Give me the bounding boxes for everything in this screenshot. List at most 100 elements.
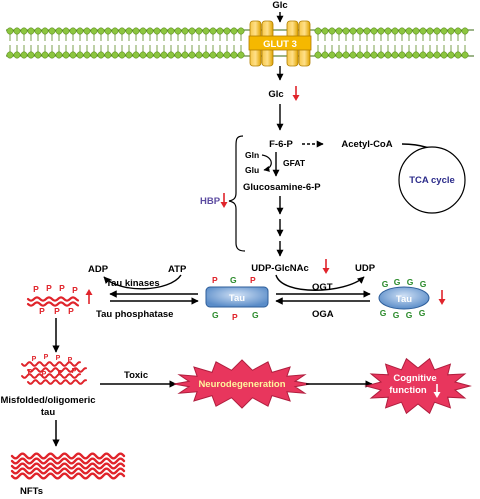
lipid-head [405, 27, 413, 35]
lipid-head [97, 27, 105, 35]
lipid-head [69, 27, 77, 35]
lipid-head [342, 27, 350, 35]
lipid-head [440, 27, 448, 35]
nft-strand [10, 472, 126, 480]
lipid-head [447, 51, 455, 59]
hbp-label: HBP [200, 196, 221, 207]
lipid-head [174, 27, 182, 35]
lipid-head [398, 27, 406, 35]
lipid-head [195, 27, 203, 35]
lipid-head [454, 27, 462, 35]
lipid-head [20, 51, 28, 59]
lipid-head [405, 51, 413, 59]
udp-glcnac-decrease-arrow-icon [322, 259, 330, 274]
lipid-head [342, 51, 350, 59]
tau-protein-central [205, 286, 269, 308]
lipid-head [419, 51, 427, 59]
lipid-head [363, 51, 371, 59]
gln-label: Gln [245, 150, 259, 160]
lipid-head [335, 51, 343, 59]
lipid-head [195, 51, 203, 59]
lipid-head [104, 51, 112, 59]
lipid-head [34, 27, 42, 35]
lipid-head [426, 51, 434, 59]
phospho-mark: P [28, 369, 33, 376]
lipid-head [377, 27, 385, 35]
misfolded-tau-strand [27, 379, 87, 385]
phospho-mark: P [42, 371, 47, 378]
gln-glu-conversion-arrow [261, 154, 272, 172]
central-g-mark: G [230, 275, 237, 285]
lipid-head [55, 27, 63, 35]
nfts-label: NFTs [20, 486, 43, 497]
lipid-head [20, 27, 28, 35]
lipid-head [132, 51, 140, 59]
hbp-bracket [228, 135, 246, 252]
glcnac-mark: G [380, 308, 387, 318]
atp-label: ATP [168, 264, 187, 275]
tca-cycle-label: TCA cycle [409, 175, 455, 186]
glcnac-tau-decrease-arrow-icon [438, 290, 446, 305]
lipid-head [41, 51, 49, 59]
nft-strands [10, 452, 126, 480]
oga-enzyme-label: OGA [312, 309, 334, 320]
glcnac-mark: G [393, 310, 400, 320]
glc-intracellular-label: Glc [268, 89, 283, 100]
phospho-mark: P [54, 306, 60, 316]
glcnac-mark: G [407, 277, 414, 287]
lipid-head [370, 27, 378, 35]
lipid-head [97, 51, 105, 59]
neurodegeneration-burst [173, 359, 311, 409]
phospho-mark: P [33, 284, 39, 294]
nft-strand [10, 462, 126, 470]
phospho-mark: P [59, 283, 65, 293]
glut3-label: GLUT 3 [263, 39, 297, 50]
glucosamine-6p-label: Glucosamine-6-P [243, 182, 321, 193]
lipid-head [160, 51, 168, 59]
misfolded-tau-strand [21, 361, 81, 367]
glcnac-mark: G [394, 277, 401, 287]
phospho-mark: P [58, 370, 63, 377]
lipid-head [384, 27, 392, 35]
lipid-head [139, 51, 147, 59]
lipid-head [13, 51, 21, 59]
lipid-head [454, 51, 462, 59]
cell-membrane [6, 27, 474, 59]
lipid-head [216, 27, 224, 35]
lipid-head [132, 27, 140, 35]
lipid-head [230, 27, 238, 35]
lipid-head [419, 27, 427, 35]
glcnac-mark: G [419, 308, 426, 318]
lipid-head [167, 51, 175, 59]
cognitive-label-line1: Cognitive [393, 373, 436, 384]
lipid-head [328, 51, 336, 59]
lipid-head [433, 27, 441, 35]
tau-protein-glcnacylated [378, 286, 430, 310]
cognitive-function-burst [364, 357, 472, 415]
lipid-head [209, 51, 217, 59]
lipid-head [412, 27, 420, 35]
lipid-head [230, 51, 238, 59]
tau-phosphatase-label: Tau phosphatase [96, 309, 173, 320]
lipid-head [48, 51, 56, 59]
lipid-head [363, 27, 371, 35]
lipid-head [174, 51, 182, 59]
gfat-enzyme-label: GFAT [283, 158, 306, 168]
glut3-transporter [248, 20, 312, 67]
lipid-head [6, 27, 14, 35]
lipid-head [118, 27, 126, 35]
phospho-tau-increase-arrow-icon [85, 289, 93, 304]
acetyl-coa-label: Acetyl-CoA [341, 139, 392, 150]
misfolded-label-line2: tau [41, 407, 55, 418]
toxic-label: Toxic [124, 370, 148, 381]
central-g-mark: G [252, 310, 259, 320]
lipid-head [83, 27, 91, 35]
lipid-head [13, 27, 21, 35]
lipid-head [202, 27, 210, 35]
lipid-head [34, 51, 42, 59]
lipid-head [6, 51, 14, 59]
lipid-head [384, 51, 392, 59]
